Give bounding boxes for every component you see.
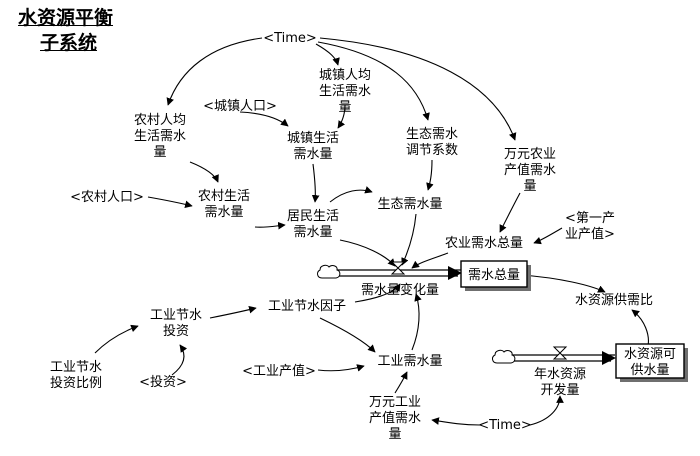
link-rural-domestic-to-resident: [254, 221, 286, 230]
cloud-icon-right: [492, 349, 516, 364]
label-annual-dev-1: 年水资源: [534, 367, 586, 382]
label-time-top: <Time>: [263, 31, 317, 46]
label-urban-per-capita-3: 量: [338, 100, 351, 115]
variable-labels: <Time> 城镇人均 生活需水 量 <城镇人口> 城镇生活 需水量 农村人均 …: [50, 31, 653, 442]
label-demand-change: 需水量变化量: [361, 282, 439, 298]
label-urban-per-capita-2: 生活需水: [319, 84, 371, 99]
link-ind-invest-to-ind-factor: [209, 305, 257, 319]
link-time-to-rural-per-capita: [166, 37, 263, 106]
link-rural-pop-to-rural-domestic: [147, 196, 193, 209]
label-eco-coef-2: 调节系数: [406, 143, 458, 158]
label-rural-domestic-1: 农村生活: [198, 189, 250, 204]
label-ind-per-10k-3: 量: [388, 427, 401, 442]
label-agri-per-10k-3: 量: [523, 179, 536, 194]
link-total-to-ratio: [521, 274, 606, 293]
link-urban-domestic-to-resident: [311, 163, 320, 203]
label-time-bottom: <Time>: [478, 418, 532, 433]
label-ind-output: <工业产值>: [242, 363, 316, 379]
link-time-bottom-to-annual-dev: [529, 395, 564, 426]
stock-total-demand: 需水总量: [460, 260, 531, 291]
link-invest-to-ind-invest: [171, 344, 188, 376]
link-ind-per-10k-to-ind-demand: [394, 371, 408, 394]
link-resident-to-eco-demand: [329, 186, 373, 203]
title-line-1: 水资源平衡: [18, 7, 114, 29]
label-ind-invest-1: 工业节水: [150, 308, 202, 323]
link-time-to-agri-per-10k: [319, 37, 517, 141]
link-ind-demand-to-change: [411, 293, 422, 351]
cloud-icon-left: [317, 264, 341, 279]
causal-links: [94, 37, 649, 426]
label-rural-per-capita-1: 农村人均: [134, 113, 186, 128]
link-ind-output-to-ind-demand: [317, 364, 365, 372]
link-time-to-urban-per-capita: [315, 43, 340, 66]
flow-arrowhead: [602, 351, 616, 365]
link-ind-ratio-to-ind-invest: [94, 324, 139, 354]
stock-total-demand-label: 需水总量: [468, 268, 520, 283]
label-ind-ratio-2: 投资比例: [50, 375, 102, 391]
link-time-bottom-to-ind-per-10k: [431, 417, 481, 426]
label-urban-per-capita-1: 城镇人均: [319, 68, 371, 83]
label-urban-domestic-1: 城镇生活: [287, 131, 339, 146]
label-urban-pop: <城镇人口>: [203, 99, 277, 114]
label-invest: <投资>: [139, 374, 187, 390]
label-agri-per-10k-2: 产值需水: [504, 162, 556, 178]
label-ind-per-10k-1: 万元工业: [369, 395, 421, 410]
stock-water-supply-label-1: 水资源可: [624, 347, 676, 362]
label-ind-invest-2: 投资: [163, 323, 189, 339]
link-eco-coef-to-eco-demand: [426, 159, 434, 191]
link-rural-per-capita-to-rural-domestic: [189, 161, 219, 183]
valve-icon-2: [552, 346, 568, 360]
label-resident-2: 需水量: [293, 225, 332, 240]
label-ind-demand: 工业需水量: [377, 354, 442, 369]
link-ind-factor-to-ind-demand: [319, 317, 376, 353]
link-ind-factor-to-change: [354, 283, 401, 303]
flow-annual-development: [492, 346, 616, 365]
stock-water-supply-label-2: 供水量: [630, 363, 669, 378]
flow-demand-change: [317, 261, 462, 280]
label-agri-total: 农业需水总量: [445, 236, 523, 251]
label-rural-pop: <农村人口>: [70, 190, 144, 205]
label-rural-domestic-2: 需水量: [204, 205, 243, 220]
link-time-to-eco-coef: [317, 41, 430, 121]
valve-icon: [390, 261, 406, 275]
link-primary-industry-to-agri-total: [533, 227, 563, 245]
link-eco-to-change: [401, 213, 417, 266]
label-rural-per-capita-3: 量: [153, 145, 166, 160]
label-rural-per-capita-2: 生活需水: [134, 129, 186, 144]
label-supply-demand-ratio: 水资源供需比: [575, 293, 653, 308]
label-eco-coef-1: 生态需水: [406, 127, 458, 142]
label-agri-per-10k-1: 万元农业: [504, 147, 556, 162]
title-line-2: 子系统: [40, 32, 98, 54]
link-agri-per-10k-to-agri-total: [499, 192, 521, 233]
link-agri-total-to-change: [411, 252, 449, 269]
link-supply-to-ratio: [631, 309, 649, 347]
flow-arrowhead: [448, 266, 462, 280]
label-annual-dev-2: 开发量: [540, 382, 579, 398]
stock-water-supply: 水资源可 供水量: [615, 343, 688, 382]
link-resident-to-change: [339, 239, 396, 267]
label-ind-ratio-1: 工业节水: [50, 360, 102, 375]
label-primary-industry-2: 业产值>: [565, 226, 615, 242]
label-urban-domestic-2: 需水量: [293, 147, 332, 162]
link-urban-pop-to-urban-domestic: [239, 111, 289, 127]
label-primary-industry-1: <第一产: [565, 211, 615, 226]
link-urban-per-capita-to-urban-domestic: [337, 104, 346, 129]
diagram-title: 水资源平衡 子系统: [18, 6, 113, 56]
label-eco-demand: 生态需水量: [377, 197, 442, 212]
label-resident-1: 居民生活: [287, 209, 339, 224]
label-ind-per-10k-2: 产值需水: [369, 410, 421, 426]
label-ind-factor: 工业节水因子: [268, 299, 346, 314]
